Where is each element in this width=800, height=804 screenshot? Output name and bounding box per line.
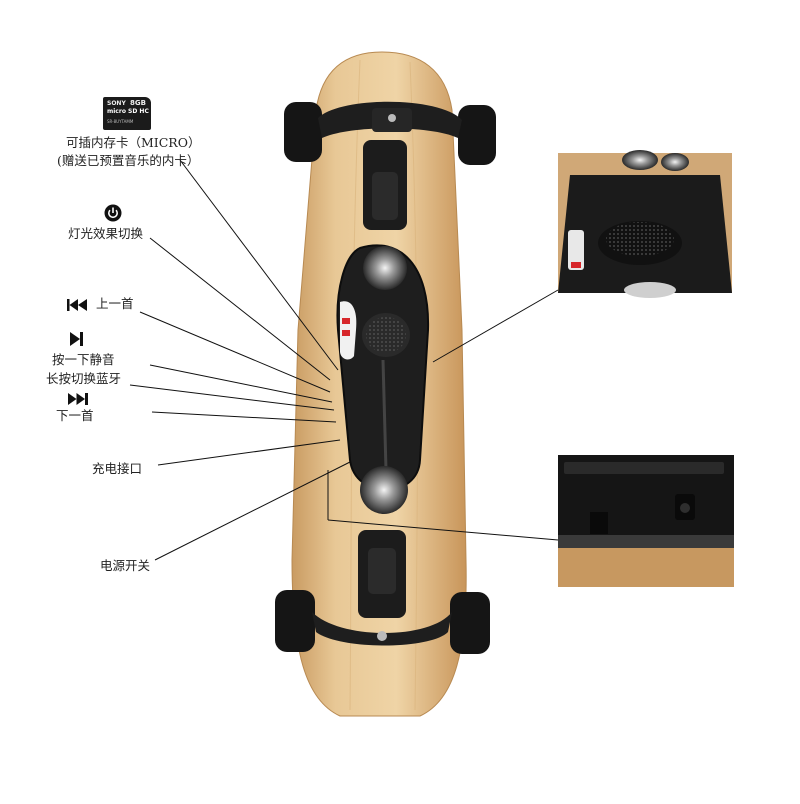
mute-label: 按一下静音 — [52, 352, 115, 367]
wheel-front-right — [458, 105, 496, 165]
bluetooth-switch-label: 长按切换蓝牙 — [46, 371, 122, 386]
sd-model: SR-8UYTAMM — [107, 119, 134, 124]
light-effect-label: 灯光效果切换 — [68, 226, 144, 241]
memory-card-label: 可插内存卡（MICRO） — [66, 135, 201, 150]
speaker-grill — [366, 317, 406, 353]
sd-capacity: 8GB — [130, 99, 146, 107]
power-icon — [104, 204, 122, 222]
next-track-icon — [68, 393, 88, 405]
wheel-front-left — [284, 102, 322, 162]
next-track-label: 下一首 — [56, 408, 94, 423]
led-light-top — [363, 246, 407, 290]
rear-truck — [275, 530, 490, 654]
wheel-rear-right — [450, 592, 490, 654]
previous-track-label: 上一首 — [96, 296, 134, 311]
speaker-closeup-inset — [558, 150, 732, 298]
port-closeup-inset — [558, 455, 734, 587]
previous-track-icon — [67, 299, 87, 311]
wheel-rear-left — [275, 590, 315, 652]
front-truck — [284, 101, 496, 230]
led-light-bottom — [360, 466, 408, 514]
power-switch-label: 电源开关 — [100, 558, 151, 573]
micro-sd-card: SONY 8GB micro SD HC SR-8UYTAMM — [103, 97, 151, 130]
sd-brand: SONY — [107, 100, 126, 107]
charging-port-label: 充电接口 — [92, 461, 143, 476]
leader-lines — [129, 159, 559, 561]
play-pause-icon — [70, 332, 83, 346]
speaker-module — [336, 244, 430, 514]
memory-card-note: (赠送已预置音乐的内卡） — [57, 153, 200, 168]
sd-logo: micro SD HC — [107, 108, 149, 115]
power-switch-closeup — [590, 512, 608, 534]
